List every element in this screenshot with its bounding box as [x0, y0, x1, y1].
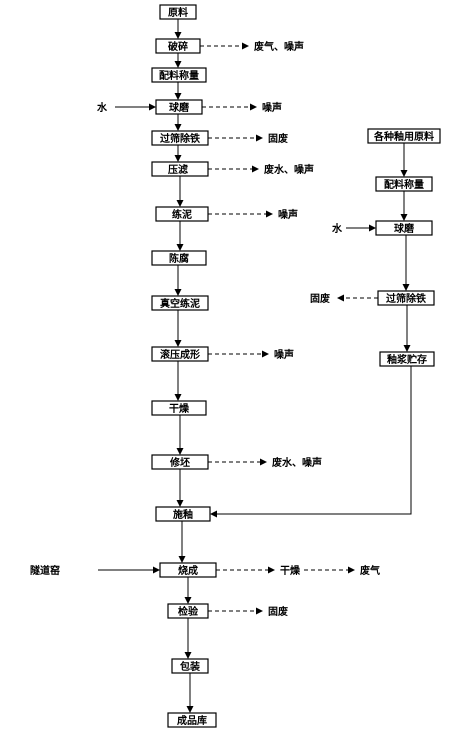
node-glazing: 施釉 [155, 506, 211, 522]
output-sieve-glaze: 固废 [310, 292, 378, 305]
output-label: 噪声 [278, 208, 298, 221]
node-product-storage: 成品库 [167, 712, 217, 728]
node-trimming: 修坯 [151, 454, 209, 470]
node-label: 陈腐 [169, 252, 189, 265]
node-label: 检验 [178, 605, 199, 618]
output-label: 废气、噪声 [254, 40, 304, 53]
node-label: 练泥 [172, 208, 192, 221]
node-roller-forming: 滚压成形 [151, 346, 209, 362]
node-label: 破碎 [168, 40, 188, 53]
node-press-filter: 压滤 [151, 161, 209, 177]
node-label: 烧成 [178, 564, 198, 577]
input-label: 水 [331, 222, 343, 235]
node-batch-weighing: 配料称量 [151, 67, 207, 83]
node-label: 过筛除铁 [160, 132, 200, 145]
input-tunnel-kiln: 隧道窑 [30, 564, 160, 577]
node-label: 滚压成形 [160, 348, 200, 361]
node-vacuum-mud-refining: 真空练泥 [151, 295, 209, 311]
node-label: 真空练泥 [160, 297, 200, 310]
node-label: 原料 [168, 6, 188, 19]
output-mud-refining: 噪声 [208, 208, 298, 221]
node-label: 球磨 [169, 101, 190, 114]
node-label: 压滤 [168, 163, 188, 176]
node-label: 干燥 [169, 402, 190, 415]
input-water-glaze: 水 [331, 222, 376, 235]
node-mud-refining: 练泥 [155, 206, 209, 222]
node-glaze-sieve-iron-removal: 过筛除铁 [377, 290, 435, 306]
output-label: 废水、噪声 [272, 456, 322, 469]
node-packaging: 包装 [171, 658, 209, 674]
node-label: 过筛除铁 [386, 292, 426, 305]
output-label: 干燥 [280, 564, 301, 577]
input-label: 隧道窑 [30, 564, 60, 577]
output-sieve-main: 固废 [208, 132, 288, 145]
node-label: 修坯 [169, 456, 190, 469]
node-inspection: 检验 [167, 603, 209, 619]
output-roller-forming: 噪声 [208, 348, 294, 361]
node-sieve-iron-removal: 过筛除铁 [151, 130, 209, 146]
glaze-flow-connectors [210, 143, 412, 518]
output-firing: 干燥 废气 [216, 564, 380, 577]
output-ball-mill: 噪声 [202, 101, 282, 114]
node-glaze-raw-materials: 各种釉用原料 [367, 128, 441, 144]
output-label: 固废 [268, 132, 288, 145]
node-label: 配料称量 [384, 178, 424, 191]
node-crushing: 破碎 [155, 38, 201, 54]
output-inspection: 固废 [208, 605, 288, 618]
main-flow-connectors [174, 19, 194, 713]
input-water-main: 水 [96, 101, 156, 114]
node-label: 釉浆贮存 [387, 353, 427, 366]
output-press-filter: 废水、噪声 [208, 163, 314, 176]
output-label: 噪声 [262, 101, 282, 114]
node-label: 各种釉用原料 [373, 130, 434, 143]
node-label: 包装 [180, 660, 200, 673]
node-glaze-ball-mill: 球磨 [375, 220, 433, 236]
node-glaze-batch-weighing: 配料称量 [375, 176, 433, 192]
output-label: 噪声 [274, 348, 294, 361]
output-label: 废气 [360, 564, 380, 577]
output-label: 固废 [310, 292, 330, 305]
output-label: 废水、噪声 [264, 163, 314, 176]
node-aging: 陈腐 [151, 250, 207, 266]
output-crushing: 废气、噪声 [200, 40, 304, 53]
node-firing: 烧成 [159, 562, 217, 578]
node-label: 施釉 [173, 508, 193, 521]
output-label: 固废 [268, 605, 288, 618]
node-glaze-storage: 釉浆贮存 [379, 351, 435, 367]
output-trimming: 废水、噪声 [208, 456, 322, 469]
node-drying: 干燥 [151, 400, 207, 416]
node-label: 成品库 [177, 714, 207, 727]
node-ball-mill: 球磨 [155, 99, 203, 115]
node-label: 配料称量 [159, 69, 199, 82]
node-raw-material: 原料 [159, 4, 197, 20]
arrow-to-glazing [210, 366, 412, 518]
node-label: 球磨 [394, 222, 415, 235]
input-label: 水 [96, 101, 108, 114]
